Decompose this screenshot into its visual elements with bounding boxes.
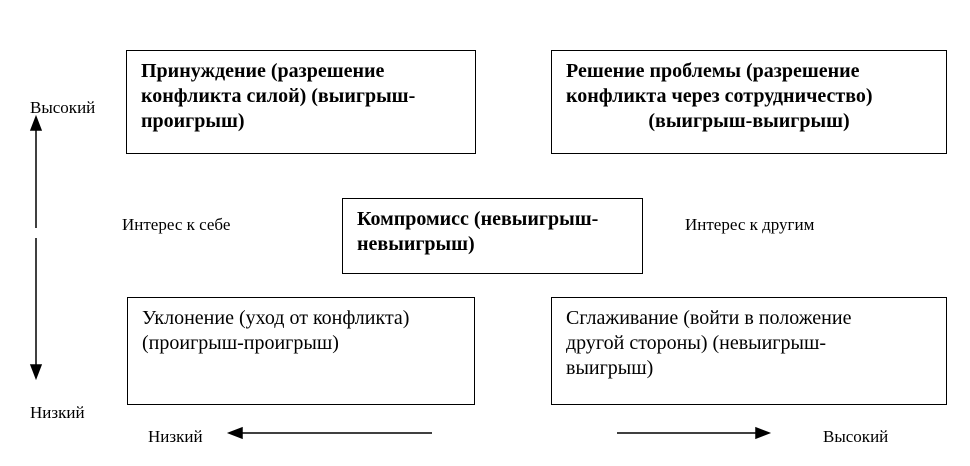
compromise-text: Компромисс (невыигрыш-невыигрыш) [357,208,599,255]
vertical-high-label: Высокий [30,98,96,117]
vertical-low-label: Низкий [30,403,85,422]
arrow-left-head [226,426,243,440]
arrow-down-head [29,364,43,381]
horizontal-high-label: Высокий [823,427,889,446]
forcing-text: Принуждение (разрешение конфликта силой)… [141,60,416,132]
smoothing-box: Сглаживание (войти в положение другой ст… [551,297,947,405]
problem-solving-text: Решение проблемы (разрешение конфликта ч… [566,60,873,107]
avoidance-box: Уклонение (уход от конфликта) (проигрыш-… [127,297,475,405]
smoothing-text: Сглаживание (войти в положение другой ст… [566,307,852,379]
horizontal-low-label: Низкий [148,427,203,446]
avoidance-text: Уклонение (уход от конфликта) (проигрыш-… [142,307,410,354]
problem-solving-outcome: (выигрыш-выигрыш) [648,110,850,132]
arrow-up-head [29,114,43,131]
problem-solving-box: Решение проблемы (разрешение конфликта ч… [551,50,947,154]
forcing-box: Принуждение (разрешение конфликта силой)… [126,50,476,154]
compromise-box: Компромисс (невыигрыш-невыигрыш) [342,198,643,274]
others-interest-label: Интерес к другим [685,215,815,234]
arrow-right-head [755,426,772,440]
self-interest-label: Интерес к себе [122,215,231,234]
